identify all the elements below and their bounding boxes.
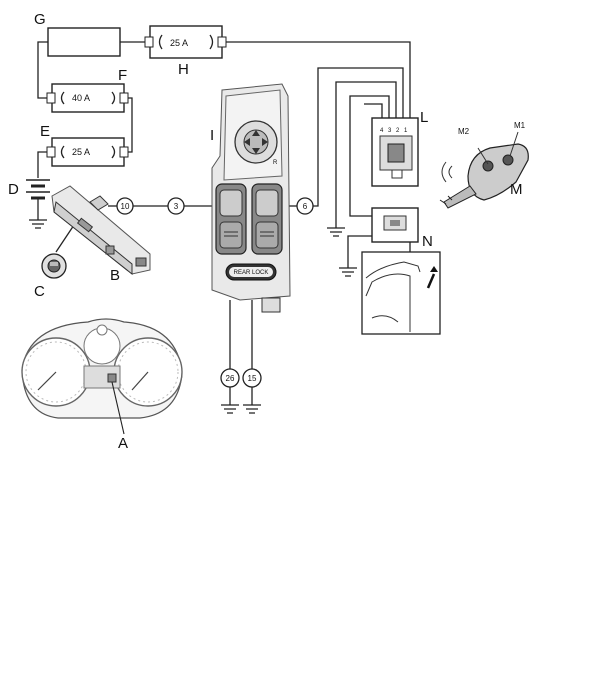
car-trunk-inset — [361, 251, 441, 335]
node-15: 15 — [242, 368, 262, 388]
node-15-number: 15 — [248, 374, 257, 383]
pin-1: 1 — [404, 128, 408, 134]
mirror-adjust-switch: R — [234, 120, 278, 166]
label-d: D — [8, 181, 19, 198]
battery-symbol — [26, 179, 50, 200]
window-switch-left — [215, 183, 247, 255]
label-l: L — [420, 109, 428, 126]
instrument-cluster — [21, 318, 183, 435]
node-3: 3 — [167, 197, 185, 215]
node-10-number: 10 — [121, 202, 130, 211]
label-m: M — [510, 181, 523, 198]
label-b: B — [110, 267, 120, 284]
label-m1: M1 — [514, 121, 526, 130]
fuse-e: 25 A — [46, 137, 129, 167]
sensor-c — [41, 253, 67, 279]
door-control-panel: R REAR LOCK — [211, 83, 291, 313]
node-26: 26 — [220, 368, 240, 388]
fuse-h-rating: 25 A — [170, 38, 188, 48]
control-module-b — [51, 185, 151, 276]
node-26-number: 26 — [226, 374, 235, 383]
label-m2: M2 — [458, 127, 470, 136]
label-g: G — [34, 11, 46, 28]
fuse-f: 40 A — [46, 83, 129, 113]
label-i: I — [210, 127, 214, 144]
node-10: 10 — [116, 197, 134, 215]
mirror-switch-r: R — [273, 160, 278, 166]
label-n: N — [422, 233, 433, 250]
connector-l: 4 3 2 1 — [371, 117, 419, 187]
label-h: H — [178, 61, 189, 78]
window-switch-right — [251, 183, 283, 255]
component-g-box — [47, 27, 121, 57]
pin-2: 2 — [396, 128, 400, 134]
pin-4: 4 — [380, 128, 384, 134]
label-a: A — [118, 435, 128, 452]
wires — [37, 41, 411, 405]
ground-symbols — [29, 219, 357, 414]
pin-3: 3 — [388, 128, 392, 134]
rear-lock-button: REAR LOCK — [225, 263, 277, 281]
fuse-h: 25 A — [144, 25, 227, 59]
trunk-actuator-n — [371, 207, 419, 243]
fuse-e-rating: 25 A — [72, 147, 90, 157]
rear-lock-text: REAR LOCK — [234, 270, 269, 276]
node-3-number: 3 — [174, 202, 179, 211]
label-e: E — [40, 123, 50, 140]
key-fob-m — [439, 131, 529, 209]
label-f: F — [118, 67, 127, 84]
label-c: C — [34, 283, 45, 300]
fuse-f-rating: 40 A — [72, 93, 90, 103]
node-6-number: 6 — [303, 202, 308, 211]
node-6: 6 — [296, 197, 314, 215]
